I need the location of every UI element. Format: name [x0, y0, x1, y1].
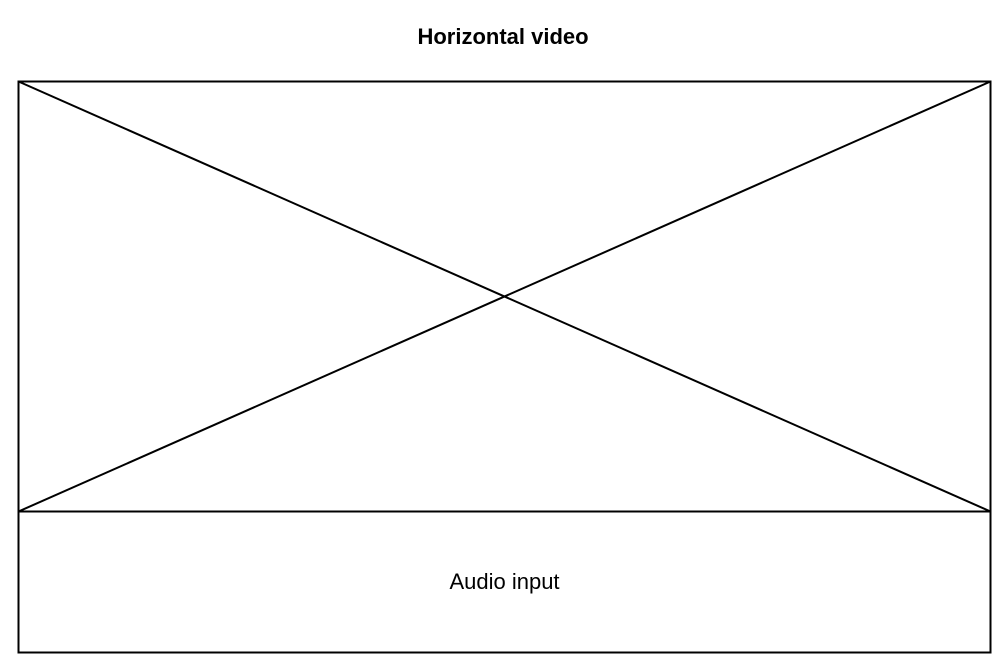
- audio-input-label: Audio input: [449, 569, 560, 594]
- diagram-title: Horizontal video: [417, 24, 589, 49]
- placeholder-cross-line-2: [18, 80, 991, 513]
- audio-input-box: [17, 510, 992, 654]
